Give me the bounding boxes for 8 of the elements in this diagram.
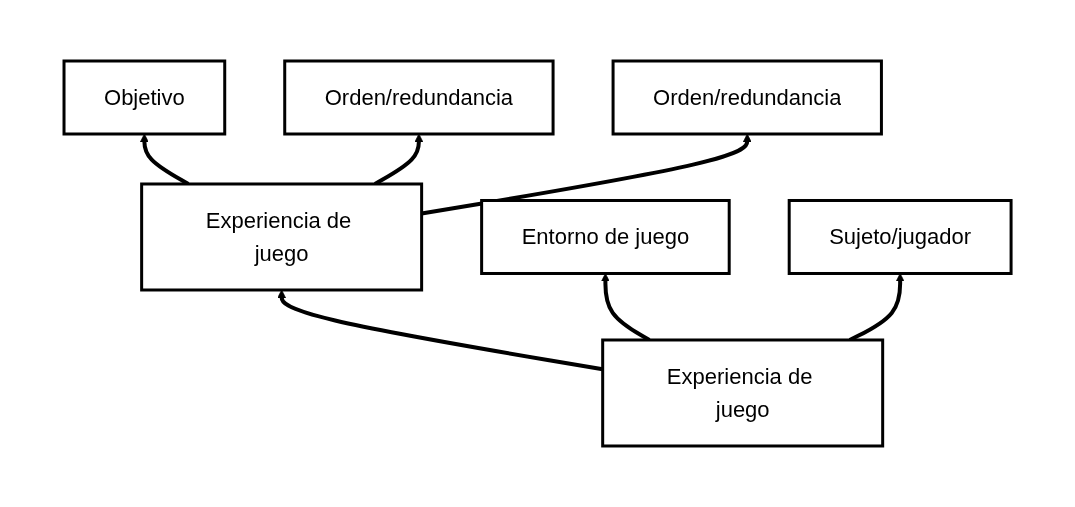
node-box: Sujeto/jugador — [787, 199, 1013, 275]
node-box: Objetivo — [62, 59, 227, 136]
arrow — [277, 289, 603, 372]
node-box: Experiencia de juego — [140, 182, 424, 292]
node-box: Experiencia de juego — [601, 338, 885, 448]
node-box: Entorno de juego — [480, 199, 731, 275]
node-box: Orden/redundancia — [283, 59, 555, 136]
node-box: Orden/redundancia — [611, 59, 883, 136]
